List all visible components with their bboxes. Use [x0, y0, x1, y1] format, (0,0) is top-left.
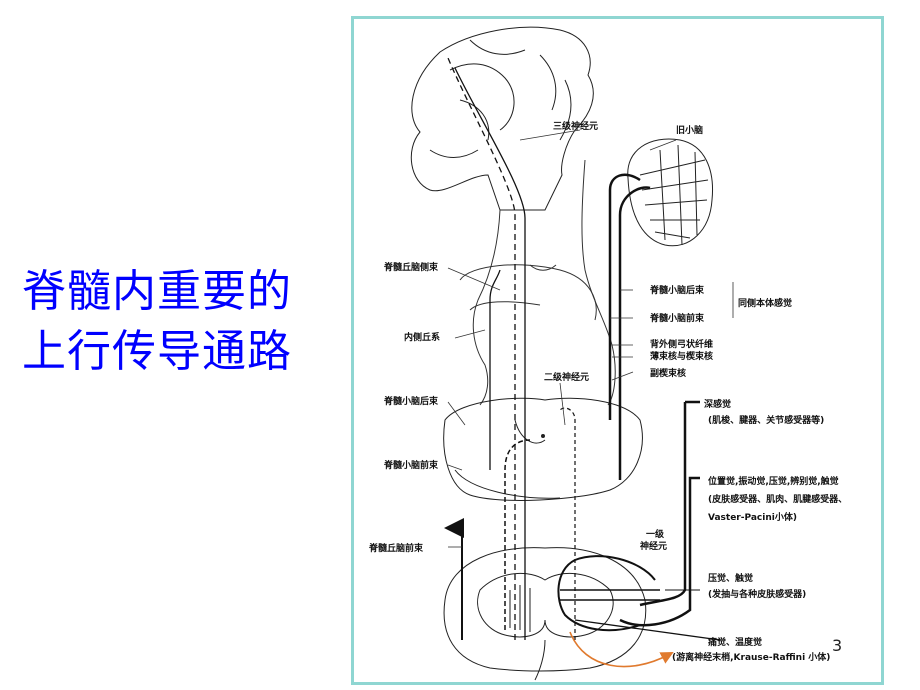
- afferent-fibers: [557, 400, 721, 641]
- ascending-tracts: [444, 57, 651, 640]
- label-post-spinocerebellar-right: 脊髓小脑后束: [649, 284, 705, 296]
- label-deep-sense-receptors: (肌梭、腱器、关节感受器等): [708, 414, 824, 426]
- title-line-1: 脊髓内重要的: [22, 266, 292, 317]
- label-first-neuron-1: 一级: [646, 528, 665, 540]
- crossing-arc-arrow: [569, 631, 674, 668]
- label-medial-lemniscus: 内侧丘系: [404, 331, 440, 343]
- leader-lines: [447, 129, 734, 548]
- label-deep-sense: 深感觉: [704, 398, 731, 410]
- label-pressure-touch: 压觉、触觉: [708, 572, 753, 584]
- label-acc-cuneate: 副楔束核: [650, 367, 686, 379]
- cerebellum: [627, 138, 714, 247]
- label-spinothalamic-lateral: 脊髓丘脑侧束: [383, 261, 439, 273]
- label-spinothalamic-anterior: 脊髓丘脑前束: [368, 542, 424, 554]
- cerebrum-outline: [410, 26, 594, 211]
- label-first-neuron-2: 神经元: [640, 540, 667, 552]
- slide-title: 脊髓内重要的 上行传导通路: [22, 262, 342, 382]
- label-pain-temp: 痛觉、温度觉: [707, 636, 762, 648]
- spinal-cord-section: [443, 547, 647, 681]
- label-post-spinocerebellar-left: 脊髓小脑后束: [383, 395, 439, 407]
- label-position-receptors: (皮肤感受器、肌肉、肌腱感受器、: [708, 493, 847, 505]
- label-third-neuron: 三级神经元: [553, 120, 598, 132]
- label-pain-receptors: (游离神经末梢,Krause-Raffini 小体): [672, 651, 830, 663]
- label-ant-spinocerebellar-left: 脊髓小脑前束: [383, 459, 439, 471]
- title-line-2: 上行传导通路: [22, 326, 292, 377]
- label-same-side-proprio: 同侧本体感觉: [738, 297, 792, 309]
- label-position-sense: 位置觉,振动觉,压觉,辨别觉,触觉: [708, 475, 839, 487]
- label-pressure-receptors: (发抽与各种皮肤感受器): [708, 588, 806, 600]
- page-number: 3: [832, 636, 843, 655]
- label-second-neuron: 二级神经元: [544, 371, 589, 383]
- label-ant-spinocerebellar-right: 脊髓小脑前束: [649, 312, 705, 324]
- brainstem-outline: [459, 159, 616, 406]
- label-gracile-cuneate: 薄束核与楔束核: [650, 350, 713, 362]
- label-ext-arcuate: 背外侧弓状纤维: [650, 338, 713, 350]
- medulla-section: [443, 397, 643, 501]
- label-vater-pacini: Vaster-Pacini小体): [708, 511, 797, 523]
- diagram-frame: [351, 16, 884, 685]
- label-old-cerebellum: 旧小脑: [676, 124, 703, 136]
